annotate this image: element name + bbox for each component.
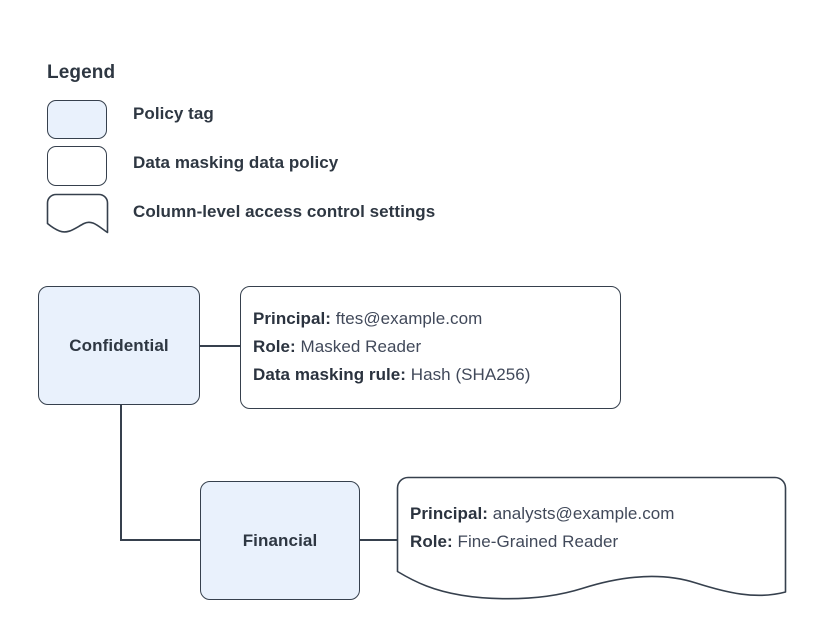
card-row-principal: Principal: analysts@example.com — [410, 504, 674, 524]
legend-swatch-policy-tag — [47, 100, 107, 139]
legend-swatch-column-access-settings — [46, 193, 109, 234]
card-row-role-label: Role: — [253, 337, 296, 356]
card-row-role: Role: Fine-Grained Reader — [410, 532, 618, 552]
legend-label-policy-tag: Policy tag — [133, 104, 214, 123]
card-row-principal: Principal: ftes@example.com — [253, 309, 482, 329]
card-column-access-settings[interactable]: Principal: analysts@example.com Role: Fi… — [396, 476, 788, 600]
node-confidential[interactable]: Confidential — [38, 286, 200, 405]
card-row-principal-label: Principal: — [410, 504, 488, 523]
card-row-role-value: Fine-Grained Reader — [457, 532, 619, 551]
card-row-role: Role: Masked Reader — [253, 337, 421, 357]
node-confidential-label: Confidential — [69, 335, 169, 355]
edge-financial-to-access-card — [359, 539, 398, 541]
edge-confidential-to-policy-card — [199, 345, 241, 347]
card-row-masking-rule: Data masking rule: Hash (SHA256) — [253, 365, 531, 385]
edge-confidential-to-financial-vertical — [120, 404, 122, 540]
card-row-role-label: Role: — [410, 532, 453, 551]
legend-label-column-access-settings: Column-level access control settings — [133, 202, 436, 221]
card-row-principal-value: analysts@example.com — [492, 504, 675, 523]
card-row-role-value: Masked Reader — [300, 337, 422, 356]
node-financial[interactable]: Financial — [200, 481, 360, 600]
card-row-masking-rule-value: Hash (SHA256) — [410, 365, 531, 384]
node-financial-label: Financial — [242, 530, 318, 550]
card-row-principal-value: ftes@example.com — [335, 309, 483, 328]
card-data-masking-policy[interactable]: Principal: ftes@example.com Role: Masked… — [240, 286, 621, 409]
card-row-principal-label: Principal: — [253, 309, 331, 328]
legend-title: Legend — [47, 62, 116, 83]
edge-confidential-to-financial-horizontal — [120, 539, 201, 541]
legend-swatch-data-masking-policy — [47, 146, 107, 186]
card-row-masking-rule-label: Data masking rule: — [253, 365, 407, 384]
legend-label-data-masking-policy: Data masking data policy — [133, 153, 339, 172]
document-wave-shape — [396, 476, 787, 600]
document-wave-icon — [46, 193, 109, 234]
